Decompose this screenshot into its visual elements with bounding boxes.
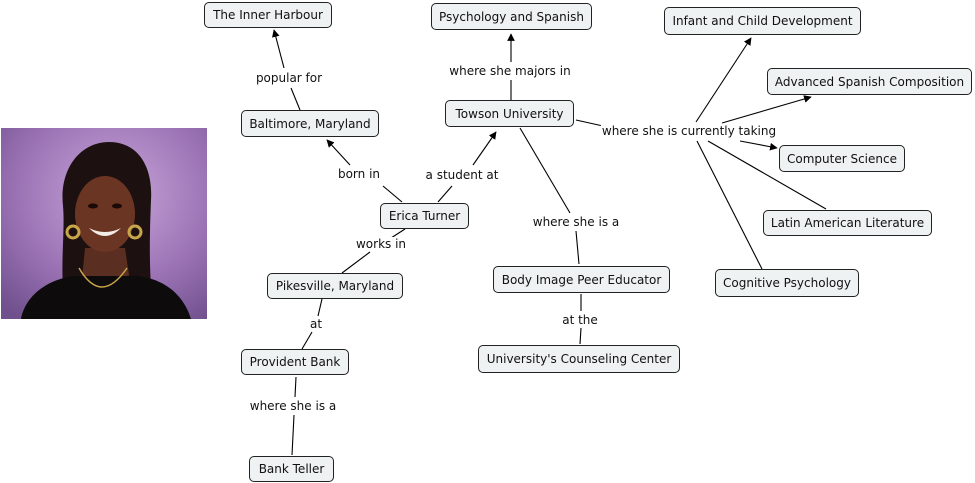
link-label-works-in: works in (354, 237, 408, 251)
node-bank-teller[interactable]: Bank Teller (249, 456, 334, 482)
node-counseling-center[interactable]: University's Counseling Center (478, 345, 680, 373)
line-at-the-counseling (579, 327, 582, 345)
line-at-provident (301, 331, 313, 350)
node-inner-harbour[interactable]: The Inner Harbour (204, 2, 332, 28)
link-label-at-the: at the (561, 313, 599, 327)
line-taking-cog-psych (696, 140, 763, 270)
link-label-where-she-majors-in: where she majors in (448, 64, 572, 78)
link-label-where-she-is-a-uni: where she is a (531, 215, 621, 229)
node-pikesville-maryland[interactable]: Pikesville, Maryland (267, 273, 403, 299)
line-taking-latin-lit (707, 140, 827, 210)
node-body-image-peer-educator[interactable]: Body Image Peer Educator (493, 266, 670, 293)
node-erica-turner[interactable]: Erica Turner (380, 203, 469, 229)
node-computer-science[interactable]: Computer Science (779, 145, 905, 172)
link-label-currently-taking: where she is currently taking (600, 124, 778, 138)
line-erica-works-in (390, 228, 406, 239)
link-label-at: at (308, 317, 324, 331)
line-where-she-is-a-bank-teller (291, 414, 295, 456)
node-baltimore-maryland[interactable]: Baltimore, Maryland (241, 110, 379, 137)
arrow-taking-comp-sci (739, 140, 778, 151)
link-label-a-student-at: a student at (424, 168, 500, 182)
line-towson-currently-taking (575, 119, 604, 127)
line-baltimore-popular-for (290, 87, 301, 111)
line-pikesville-at (317, 298, 323, 317)
node-psychology-and-spanish[interactable]: Psychology and Spanish (431, 3, 592, 30)
node-advanced-spanish-composition[interactable]: Advanced Spanish Composition (767, 68, 972, 95)
line-provident-where-she-is-a (294, 376, 297, 398)
node-towson-university[interactable]: Towson University (445, 100, 574, 127)
link-label-where-she-is-a-bank: where she is a (248, 399, 338, 413)
arrow-popular-for-inner-harbour (272, 29, 285, 69)
arrow-born-in-baltimore (326, 139, 351, 166)
profile-photo (1, 128, 207, 319)
line-towson-where-she-is-a (519, 127, 571, 214)
node-latin-american-literature[interactable]: Latin American Literature (763, 210, 932, 236)
arrow-student-at-towson (472, 131, 497, 166)
line-where-she-is-a-peer-educator (575, 230, 580, 265)
node-provident-bank[interactable]: Provident Bank (241, 349, 349, 375)
line-erica-born-in (382, 185, 403, 203)
node-infant-child-development[interactable]: Infant and Child Development (664, 7, 861, 35)
arrow-taking-infant (695, 37, 752, 123)
line-works-in-pikesville (341, 251, 371, 274)
link-label-popular-for: popular for (254, 71, 324, 85)
arrow-taking-adv-spanish (721, 95, 812, 124)
link-label-born-in: born in (336, 167, 382, 181)
node-cognitive-psychology[interactable]: Cognitive Psychology (715, 269, 859, 297)
line-erica-student-at (437, 185, 453, 203)
